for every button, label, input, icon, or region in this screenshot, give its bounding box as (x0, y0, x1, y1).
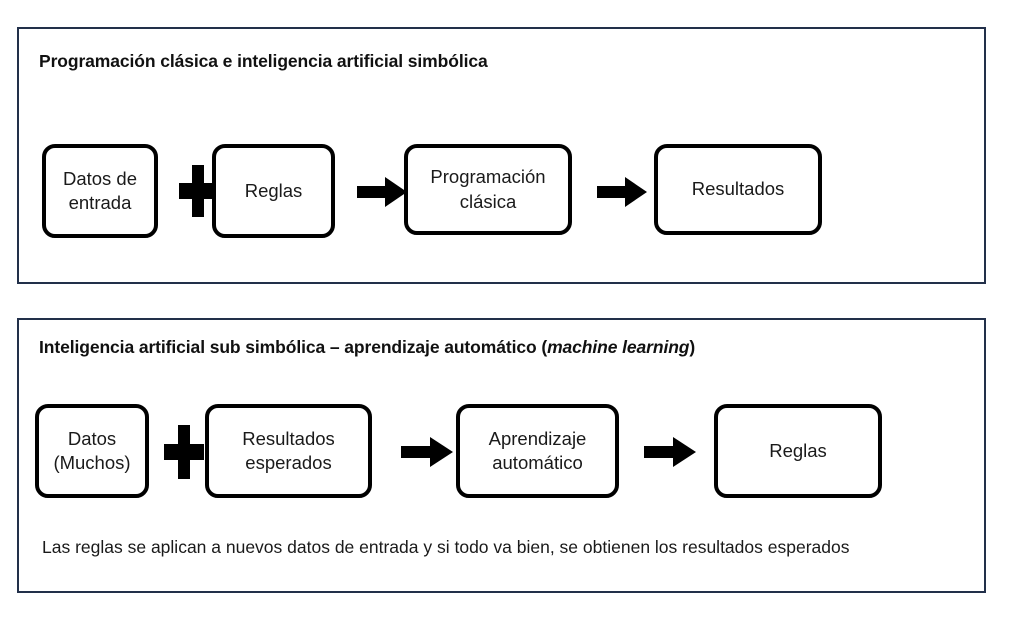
arrow-right-icon (401, 436, 453, 468)
panel-aprendizaje-automatico: Inteligencia artificial sub simbólica – … (17, 318, 986, 593)
panel-ml-title-plain-after: ) (689, 337, 696, 357)
arrow-right-icon (597, 176, 647, 208)
flow-box-label-line1: Reglas (769, 439, 827, 461)
flow-box-label-line2: clásica (459, 190, 517, 212)
flow-box-label-line2: esperados (245, 452, 332, 473)
panel-programacion-clasica: Programación clásica e inteligencia arti… (17, 27, 986, 284)
panel-ml-title-italic: machine learning (547, 337, 690, 357)
flow-box-label-line1: Reglas (244, 179, 303, 201)
panel-ml-caption: Las reglas se aplican a nuevos datos de … (42, 537, 850, 557)
flow-box-label-line1: Resultados (691, 178, 785, 200)
plus-icon (179, 165, 217, 217)
flow-box-aprendizaje-automatico: Aprendizaje automático (456, 404, 619, 498)
flow-box-reglas-entrada: Reglas (212, 144, 335, 238)
flow-box-reglas-salida: Reglas (714, 404, 882, 498)
arrow-right-icon (357, 176, 407, 208)
flow-box-label-line1: Programación (430, 166, 546, 188)
plus-icon-vertical-bar (178, 425, 190, 479)
flow-box-programacion-clasica: Programación clásica (404, 144, 572, 235)
flow-box-datos-entrada: Datos de entrada (42, 144, 158, 238)
flow-box-label-line1: Datos de (62, 167, 138, 189)
flow-box-resultados-esperados: Resultados esperados (205, 404, 372, 498)
flow-box-datos-muchos: Datos (Muchos) (35, 404, 149, 498)
flow-box-label-line2: entrada (68, 192, 132, 213)
flow-box-label-line1: Aprendizaje (488, 427, 587, 449)
panel-ml-title: Inteligencia artificial sub simbólica – … (39, 337, 695, 358)
flow-box-label-line1: Datos (67, 427, 117, 449)
panel-classic-title: Programación clásica e inteligencia arti… (39, 51, 488, 71)
panel-ml-title-plain-before: Inteligencia artificial sub simbólica – … (39, 337, 548, 357)
flow-box-resultados: Resultados (654, 144, 822, 235)
plus-icon (164, 425, 204, 479)
flow-box-label-line2: (Muchos) (53, 452, 131, 473)
flow-box-label-line1: Resultados (242, 427, 335, 449)
flow-box-label-line2: automático (492, 452, 583, 473)
plus-icon-vertical-bar (192, 165, 204, 217)
arrow-right-icon (644, 436, 696, 468)
